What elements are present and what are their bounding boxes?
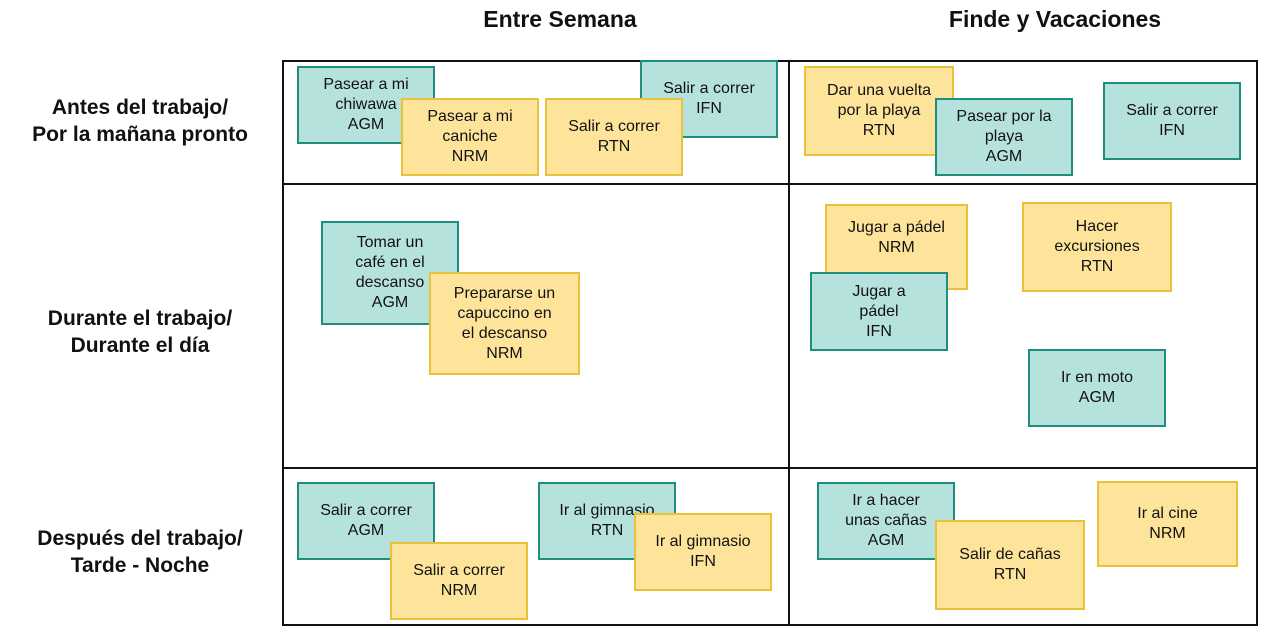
sticky-note[interactable]: Pasear por la playa AGM [935, 98, 1073, 176]
sticky-note[interactable]: Salir a correr NRM [390, 542, 528, 620]
sticky-note[interactable]: Salir a correr IFN [1103, 82, 1241, 160]
sticky-note[interactable]: Pasear a mi caniche NRM [401, 98, 539, 176]
sticky-note[interactable]: Hacer excursiones RTN [1022, 202, 1172, 292]
grid-divider-vertical [788, 62, 790, 624]
sticky-note[interactable]: Ir al gimnasio IFN [634, 513, 772, 591]
row-header-durante: Durante el trabajo/ Durante el día [47, 307, 233, 357]
sticky-note[interactable]: Dar una vuelta por la playa RTN [804, 66, 954, 156]
sticky-note[interactable]: Ir en moto AGM [1028, 349, 1166, 427]
grid-divider-horizontal-2 [284, 467, 1256, 469]
sticky-note[interactable]: Ir al cine NRM [1097, 481, 1238, 567]
sticky-note[interactable]: Salir de cañas RTN [935, 520, 1085, 610]
sticky-note[interactable]: Salir a correr RTN [545, 98, 683, 176]
sticky-note[interactable]: Prepararse un capuccino en el descanso N… [429, 272, 580, 375]
sticky-note[interactable]: Ir a hacer unas cañas AGM [817, 482, 955, 560]
row-header-antes: Antes del trabajo/ Por la mañana pronto [32, 96, 248, 146]
column-header-entre-semana: Entre Semana [483, 6, 637, 32]
grid-divider-horizontal-1 [284, 183, 1256, 185]
row-header-despues: Después del trabajo/ Tarde - Noche [37, 527, 243, 577]
column-header-finde-vacaciones: Finde y Vacaciones [948, 6, 1162, 32]
sticky-note[interactable]: Jugar a pádel IFN [810, 272, 948, 351]
